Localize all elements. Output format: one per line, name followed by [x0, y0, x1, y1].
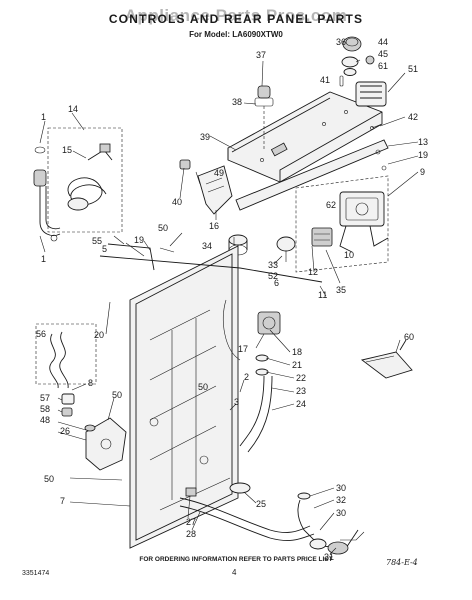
callout-28: 28 [186, 529, 196, 539]
callout-58: 58 [40, 404, 50, 414]
part-60-clip [360, 339, 413, 379]
inlet-elbow [33, 146, 61, 242]
drain-hose [35, 323, 97, 417]
callout-35: 35 [336, 285, 346, 295]
callout-61: 61 [378, 61, 388, 71]
rear-panel [129, 245, 239, 549]
callout-40: 40 [172, 197, 182, 207]
callout-19a: 19 [134, 235, 144, 245]
callout-9: 9 [420, 167, 425, 177]
cabinet-top-edge [99, 243, 323, 283]
callout-50c: 50 [198, 382, 208, 392]
callout-11: 11 [318, 290, 327, 300]
callout-50d: 50 [44, 474, 54, 484]
callout-24: 24 [296, 399, 306, 409]
timer-motor [295, 175, 389, 273]
callout-62: 62 [326, 200, 336, 210]
callout-49: 49 [214, 168, 224, 178]
drain-outlet [297, 492, 365, 555]
callout-8: 8 [88, 378, 93, 388]
callout-1a: 1 [41, 112, 46, 122]
callout-52: 52 [268, 271, 278, 281]
water-valve [223, 299, 281, 453]
callout-26: 26 [60, 426, 70, 436]
callout-2: 2 [244, 372, 249, 382]
callout-30b: 30 [336, 508, 346, 518]
callout-13: 13 [418, 137, 428, 147]
callout-32: 32 [336, 495, 346, 505]
selector-knob [254, 85, 274, 150]
callout-55: 55 [92, 236, 102, 246]
callout-16: 16 [209, 221, 219, 231]
callout-17: 17 [238, 344, 248, 354]
callout-34: 34 [202, 241, 212, 251]
callout-44: 44 [378, 37, 388, 47]
callout-6: 6 [274, 278, 279, 288]
callout-27: 27 [186, 517, 196, 527]
callout-23: 23 [296, 386, 306, 396]
model-subtitle: For Model: LA6090XTW0 [189, 30, 283, 39]
water-level-switch [276, 227, 333, 262]
callout-labels: 1 1 2 3 5 6 7 8 9 10 11 12 13 14 15 16 1… [36, 37, 428, 562]
callout-57: 57 [40, 393, 50, 403]
callout-3: 3 [234, 397, 239, 407]
callout-21: 21 [292, 360, 302, 370]
handwritten-code: 784-E-4 [386, 558, 418, 567]
callout-18: 18 [292, 347, 302, 357]
document-number: 3351474 [22, 570, 50, 577]
callout-22: 22 [296, 373, 306, 383]
pump-bracket [84, 417, 127, 471]
callout-41: 41 [320, 75, 330, 85]
callout-14: 14 [68, 104, 78, 114]
callout-30a: 30 [336, 483, 346, 493]
callout-56: 56 [36, 329, 46, 339]
callout-36: 36 [336, 37, 346, 47]
watermark: Appliance Parts Pros.com [124, 6, 348, 25]
callout-38: 38 [232, 97, 242, 107]
callout-48: 48 [40, 415, 50, 425]
callout-5: 5 [102, 244, 107, 254]
timer-knob-assembly [339, 36, 387, 130]
callout-19b: 19 [418, 150, 428, 160]
callout-50a: 50 [158, 223, 168, 233]
callout-33: 33 [268, 260, 278, 270]
power-cord [47, 127, 123, 233]
callout-50b: 50 [112, 390, 122, 400]
callout-12: 12 [308, 267, 318, 277]
callout-20: 20 [94, 330, 104, 340]
ordering-note: FOR ORDERING INFORMATION REFER TO PARTS … [139, 556, 333, 563]
fill-hoses [179, 482, 315, 541]
callout-7: 7 [60, 496, 65, 506]
console-rail [235, 139, 389, 211]
page-number: 4 [232, 568, 237, 577]
page-title: CONTROLS AND REAR PANEL PARTS [108, 12, 364, 26]
callout-1b: 1 [41, 254, 46, 264]
switch-bracket [179, 159, 248, 256]
callout-60: 60 [404, 332, 414, 342]
callout-51: 51 [408, 64, 418, 74]
callout-25: 25 [256, 499, 266, 509]
callout-31: 31 [324, 552, 334, 562]
callout-45: 45 [378, 49, 388, 59]
callout-10: 10 [344, 250, 354, 260]
callout-42: 42 [408, 112, 418, 122]
callout-37: 37 [256, 50, 266, 60]
callout-39: 39 [200, 132, 210, 142]
leader-lines [39, 59, 419, 555]
callout-15: 15 [62, 145, 72, 155]
